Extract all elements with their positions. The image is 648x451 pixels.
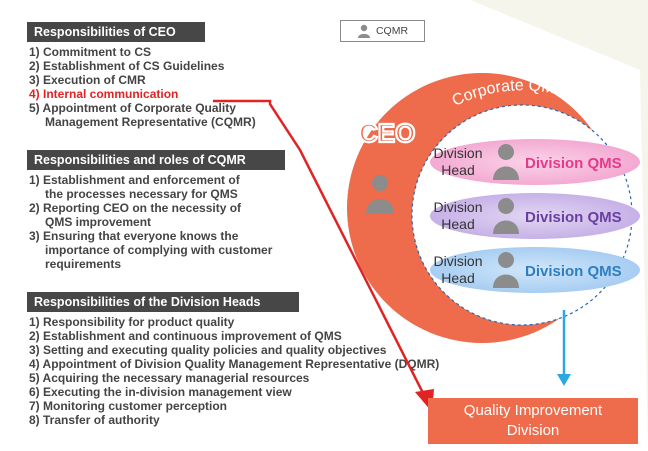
division-qms-ellipse-3 bbox=[430, 247, 640, 293]
list-item: QMS improvement bbox=[45, 215, 152, 229]
quality-box-line1: Quality Improvement bbox=[463, 402, 603, 419]
cqmr-section-title: Responsibilities and roles of CQMR bbox=[27, 150, 285, 170]
list-item: 1) Responsibility for product quality bbox=[29, 315, 235, 329]
list-item: 2) Establishment and continuous improvem… bbox=[29, 329, 342, 343]
list-item: 1) Commitment to CS bbox=[29, 45, 152, 59]
ceo-label: CEO bbox=[359, 118, 415, 148]
division-section-title: Responsibilities of the Division Heads bbox=[27, 292, 299, 312]
list-item: 3) Execution of CMR bbox=[29, 73, 146, 87]
ceo-person-icon bbox=[366, 175, 394, 214]
quality-improvement-division-box: Quality Improvement Division bbox=[428, 398, 638, 444]
list-item: 4) Appointment of Division Quality Manag… bbox=[29, 357, 440, 371]
list-item: 7) Monitoring customer perception bbox=[29, 399, 228, 413]
division-qms-label-1: Division QMS bbox=[525, 155, 622, 172]
ceo-section-title: Responsibilities of CEO bbox=[27, 22, 205, 42]
division-head-1-line1: Division bbox=[433, 145, 482, 161]
list-item: 6) Executing the in-division management … bbox=[29, 385, 292, 399]
quality-box-line2: Division bbox=[506, 422, 560, 439]
list-item: the processes necessary for QMS bbox=[45, 187, 238, 201]
list-item: 5) Acquiring the necessary managerial re… bbox=[29, 371, 310, 385]
list-item: 3) Setting and executing quality policie… bbox=[29, 343, 387, 357]
cqmr-responsibilities-list: 1) Establishment and enforcement of the … bbox=[29, 173, 272, 271]
division-head-1-line2: Head bbox=[441, 162, 474, 178]
list-item: Management Representative (CQMR) bbox=[45, 115, 256, 129]
division-responsibilities-list: 1) Responsibility for product quality 2)… bbox=[29, 315, 439, 427]
division-head-1-icon bbox=[493, 144, 519, 180]
person-icon bbox=[357, 24, 370, 38]
division-head-2-icon bbox=[493, 198, 519, 234]
list-item: 1) Establishment and enforcement of bbox=[29, 173, 240, 187]
division-qms-ellipse-1 bbox=[430, 139, 640, 185]
list-item: 5) Appointment of Corporate Quality bbox=[29, 101, 236, 115]
division-head-2-line2: Head bbox=[441, 216, 474, 232]
division-head-3-line2: Head bbox=[441, 270, 474, 286]
list-item: 2) Reporting CEO on the necessity of bbox=[29, 201, 242, 215]
ceo-responsibilities-list: 1) Commitment to CS 2) Establishment of … bbox=[29, 45, 256, 129]
cqmr-tag: CQMR bbox=[340, 20, 425, 42]
list-item: 8) Transfer of authority bbox=[29, 413, 160, 427]
quality-improvement-arrow bbox=[557, 310, 571, 386]
division-qms-label-3: Division QMS bbox=[525, 263, 622, 280]
division-head-3-line1: Division bbox=[433, 253, 482, 269]
list-item: 2) Establishment of CS Guidelines bbox=[29, 59, 225, 73]
list-item: requirements bbox=[45, 257, 122, 271]
division-qms-ellipse-2 bbox=[430, 193, 640, 239]
division-head-3-icon bbox=[493, 252, 519, 288]
division-head-2-line1: Division bbox=[433, 199, 482, 215]
division-qms-label-2: Division QMS bbox=[525, 209, 622, 226]
list-item: 3) Ensuring that everyone knows the bbox=[29, 229, 239, 243]
cqmr-tag-label: CQMR bbox=[375, 25, 409, 37]
list-item: importance of complying with customer bbox=[45, 243, 273, 257]
list-item-internal-communication: 4) Internal communication bbox=[29, 87, 179, 101]
